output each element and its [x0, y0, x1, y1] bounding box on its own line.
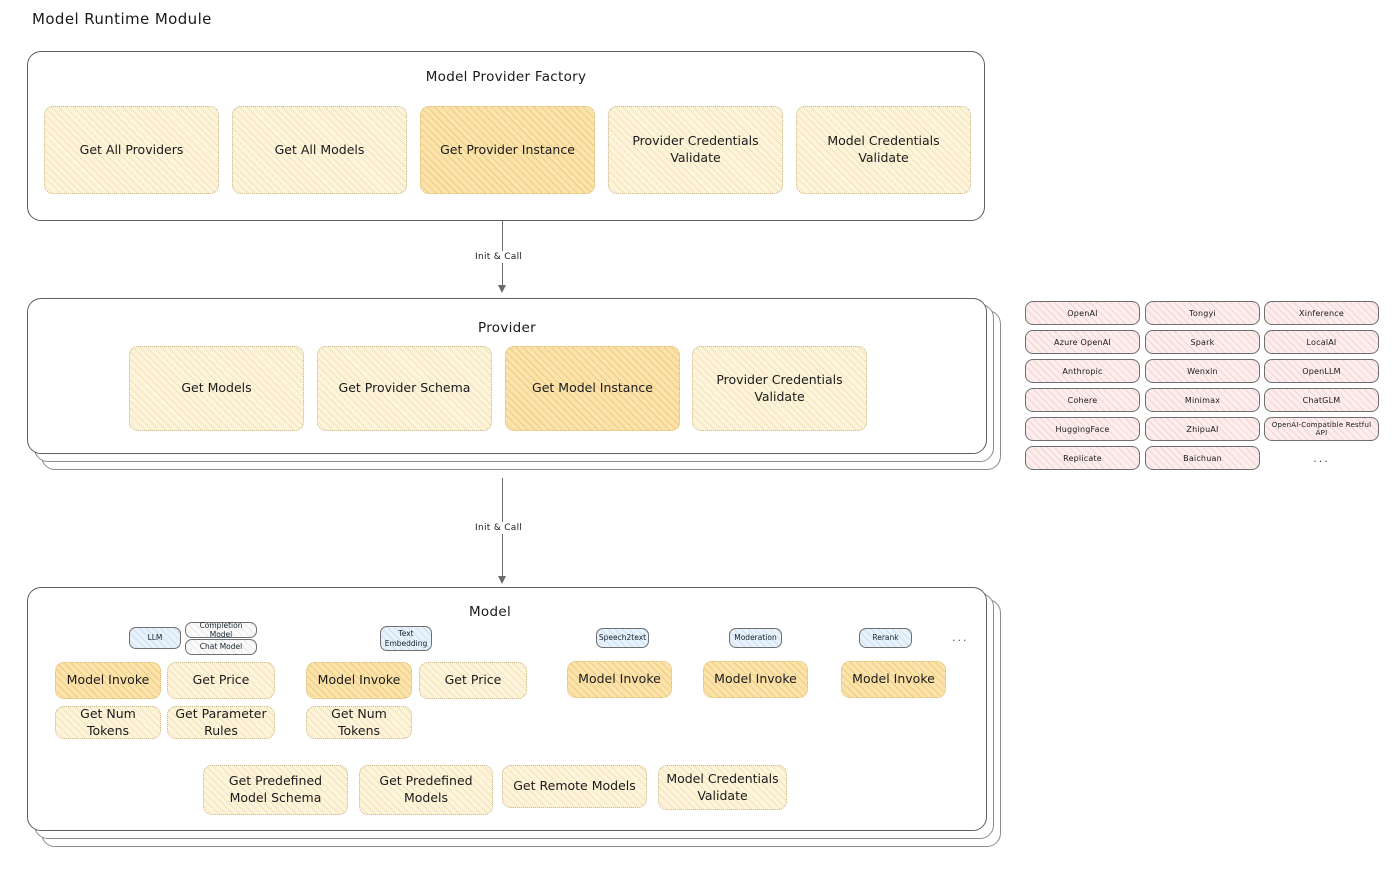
text-embedding-method-get-price[interactable]: Get Price	[419, 662, 527, 699]
provider-chip-replicate[interactable]: Replicate	[1025, 446, 1140, 470]
provider-chip-anthropic[interactable]: Anthropic	[1025, 359, 1140, 383]
provider-chip-zhipuai[interactable]: ZhipuAI	[1145, 417, 1260, 441]
model-type-badge-moderation[interactable]: Moderation	[729, 628, 782, 648]
model-type-badge-speech2text[interactable]: Speech2text	[596, 628, 649, 648]
provider-title: Provider	[478, 320, 536, 336]
provider-chip-localai[interactable]: LocalAI	[1264, 330, 1379, 354]
speech2text-method-model-invoke[interactable]: Model Invoke	[567, 661, 672, 698]
provider-chip-tongyi[interactable]: Tongyi	[1145, 301, 1260, 325]
factory-method-model-credentials-validate[interactable]: Model Credentials Validate	[796, 106, 971, 194]
provider-chip-minimax[interactable]: Minimax	[1145, 388, 1260, 412]
factory-method-get-provider-instance[interactable]: Get Provider Instance	[420, 106, 595, 194]
rerank-method-model-invoke[interactable]: Model Invoke	[841, 661, 946, 698]
factory-method-get-all-models[interactable]: Get All Models	[232, 106, 407, 194]
model-common-method-model-credentials-validate[interactable]: Model Credentials Validate	[658, 765, 787, 810]
provider-chip-huggingface[interactable]: HuggingFace	[1025, 417, 1140, 441]
provider-method-get-model-instance[interactable]: Get Model Instance	[505, 346, 680, 431]
moderation-method-model-invoke[interactable]: Model Invoke	[703, 661, 808, 698]
provider-method-get-models[interactable]: Get Models	[129, 346, 304, 431]
text-embedding-method-model-invoke[interactable]: Model Invoke	[306, 662, 412, 699]
factory-method-get-all-providers[interactable]: Get All Providers	[44, 106, 219, 194]
arrow-provider-to-model-label: Init & Call	[471, 522, 527, 534]
model-type-badge-llm[interactable]: LLM	[129, 627, 181, 649]
model-subtype-badge-completion-model[interactable]: Completion Model	[185, 621, 257, 639]
provider-chip-openllm[interactable]: OpenLLM	[1264, 359, 1379, 383]
model-subtype-badge-chat-model[interactable]: Chat Model	[185, 639, 257, 655]
model-common-method-get-remote-models[interactable]: Get Remote Models	[502, 765, 647, 808]
llm-method-get-parameter-rules[interactable]: Get Parameter Rules	[167, 706, 275, 739]
llm-method-model-invoke[interactable]: Model Invoke	[55, 662, 161, 699]
model-common-method-get-predefined-models[interactable]: Get Predefined Models	[359, 765, 493, 815]
model-common-method-get-predefined-model-schema[interactable]: Get Predefined Model Schema	[203, 765, 348, 815]
provider-chip-more: ...	[1313, 451, 1330, 465]
provider-chip-openai-compatible-restful-api[interactable]: OpenAI-Compatible Restful API	[1264, 417, 1379, 441]
llm-method-get-num-tokens[interactable]: Get Num Tokens	[55, 706, 161, 739]
page-title: Model Runtime Module	[32, 10, 212, 28]
model-provider-factory-title: Model Provider Factory	[425, 69, 587, 85]
provider-chip-xinference[interactable]: Xinference	[1264, 301, 1379, 325]
arrow-provider-to-model-head	[498, 576, 506, 584]
arrow-factory-to-provider-head	[498, 285, 506, 293]
model-types-more-mark: ...	[952, 631, 969, 644]
model-type-badge-rerank[interactable]: Rerank	[859, 628, 912, 648]
provider-chip-openai[interactable]: OpenAI	[1025, 301, 1140, 325]
provider-method-get-provider-schema[interactable]: Get Provider Schema	[317, 346, 492, 431]
provider-chip-cohere[interactable]: Cohere	[1025, 388, 1140, 412]
model-type-badge-text-embedding[interactable]: Text Embedding	[380, 626, 432, 651]
text-embedding-method-get-num-tokens[interactable]: Get Num Tokens	[306, 706, 412, 739]
model-title: Model	[468, 604, 512, 620]
provider-chip-baichuan[interactable]: Baichuan	[1145, 446, 1260, 470]
provider-chip-wenxin[interactable]: Wenxin	[1145, 359, 1260, 383]
provider-chip-azure-openai[interactable]: Azure OpenAI	[1025, 330, 1140, 354]
factory-method-provider-credentials-validate[interactable]: Provider Credentials Validate	[608, 106, 783, 194]
provider-chip-spark[interactable]: Spark	[1145, 330, 1260, 354]
arrow-factory-to-provider-label: Init & Call	[471, 251, 527, 263]
llm-method-get-price[interactable]: Get Price	[167, 662, 275, 699]
provider-chip-chatglm[interactable]: ChatGLM	[1264, 388, 1379, 412]
provider-method-provider-credentials-validate[interactable]: Provider Credentials Validate	[692, 346, 867, 431]
